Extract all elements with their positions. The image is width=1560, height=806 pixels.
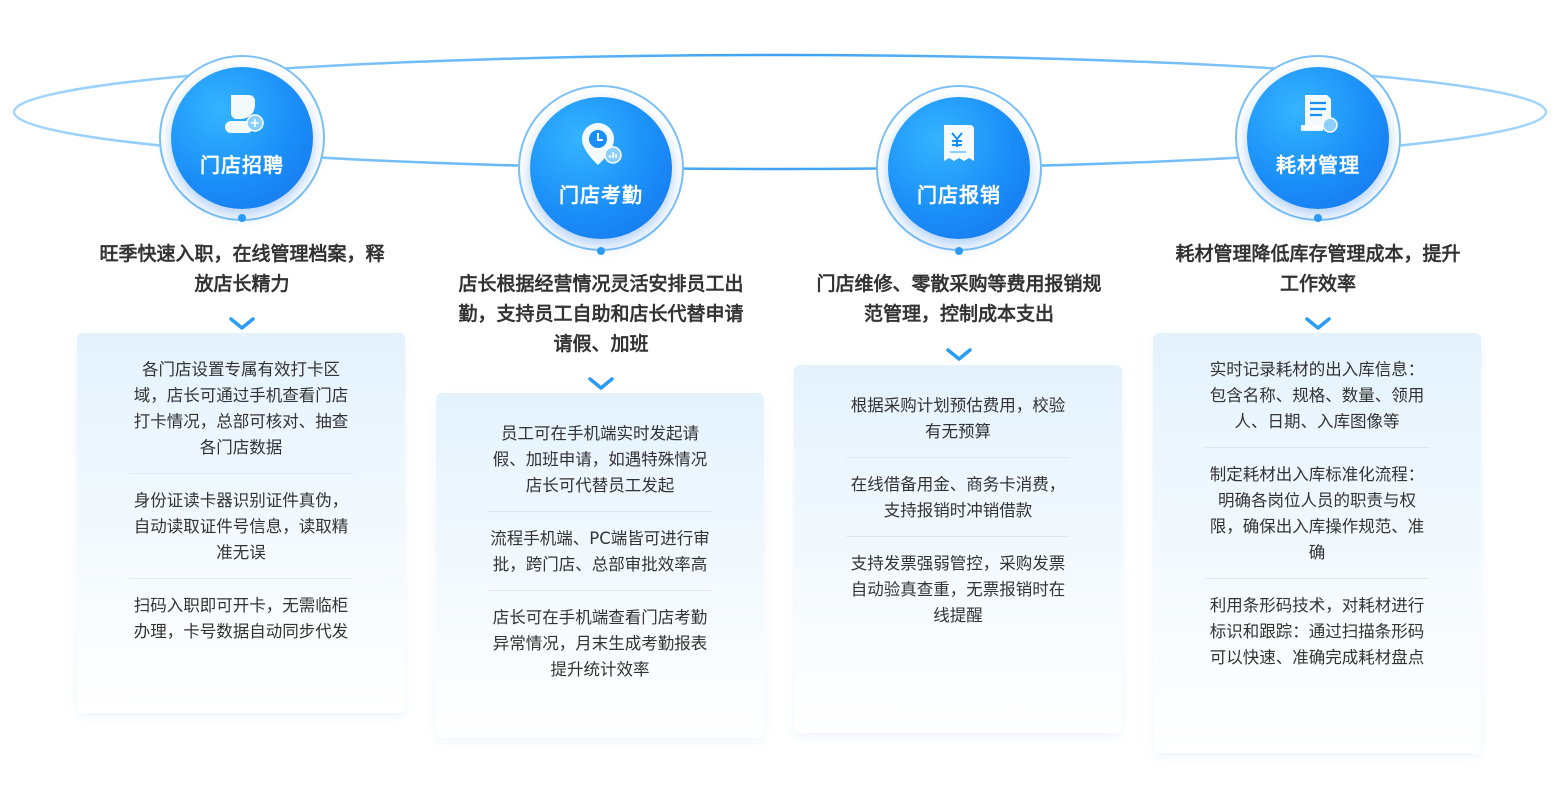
node-title: 门店考勤 [559,183,643,207]
node-title: 门店招聘 [200,153,284,177]
document-list-icon [1301,95,1338,133]
detail-card: 员工可在手机端实时发起请假、加班申请，如遇特殊情况店长可代替员工发起 流程手机端… [436,393,764,738]
node-attendance[interactable]: 门店考勤 [518,85,684,251]
node-consumables-disc: 耗材管理 [1247,67,1389,209]
module-summary: 旺季快速入职，在线管理档案，释放店长精力 [99,243,385,295]
node-reimbursement-disc: 门店报销 [888,97,1030,239]
detail-item: 流程手机端、PC端皆可进行审批，跨门店、总部审批效率高 [488,512,712,591]
chevron-down-icon [229,317,255,330]
module-reimbursement: 门店报销 门店维修、零散采购等费用报销规范管理，控制成本支出 根据采购计划预估费… [794,0,1124,806]
chevron-down-icon [588,377,614,390]
module-attendance: 门店考勤 店长根据经营情况灵活安排员工出勤，支持员工自助和店长代替申请请假、加班… [436,0,766,806]
module-summary: 耗材管理降低库存管理成本，提升工作效率 [1175,243,1461,295]
node-reimbursement[interactable]: 门店报销 [876,85,1042,251]
detail-item: 各门店设置专属有效打卡区域，店长可通过手机查看门店打卡情况，总部可核对、抽查各门… [129,333,353,474]
connector-ellipse [12,53,1548,171]
detail-item: 支持发票强弱管控，采购发票自动验真查重，无票报销时在线提醒 [850,554,1066,625]
module-recruit: 门店招聘 旺季快速入职，在线管理档案，释放店长精力 各门店设置专属有效打卡区域，… [77,0,407,806]
module-summary: 店长根据经营情况灵活安排员工出勤，支持员工自助和店长代替申请请假、加班 [458,273,744,355]
user-add-icon [225,95,264,133]
detail-item: 员工可在手机端实时发起请假、加班申请，如遇特殊情况店长可代替员工发起 [488,393,712,512]
detail-item: 身份证读卡器识别证件真伪，自动读取证件号信息，读取精准无误 [129,474,353,579]
location-clock-icon [582,123,622,165]
node-dot [238,214,246,222]
node-dot [597,247,605,255]
node-title: 门店报销 [917,183,1001,207]
detail-item: 在线借备用金、商务卡消费，支持报销时冲销借款 [846,458,1070,537]
module-summary: 门店维修、零散采购等费用报销规范管理，控制成本支出 [816,273,1102,325]
module-consumables: 耗材管理 耗材管理降低库存管理成本，提升工作效率 实时记录耗材的出入库信息：包含… [1153,0,1483,806]
detail-item: 实时记录耗材的出入库信息：包含名称、规格、数量、领用人、日期、入库图像等 [1205,333,1429,448]
receipt-icon [944,125,974,161]
node-recruit-disc: 门店招聘 [171,67,313,209]
chevron-down-icon [946,348,972,361]
detail-card: 根据采购计划预估费用，校验有无预算 在线借备用金、商务卡消费，支持报销时冲销借款… [794,365,1122,733]
detail-item: 店长可在手机端查看门店考勤异常情况，月末生成考勤报表提升统计效率 [492,608,708,679]
node-title: 耗材管理 [1276,153,1360,177]
detail-item: 扫码入职即可开卡，无需临柜办理，卡号数据自动同步代发 [133,596,349,641]
chevron-down-icon [1305,317,1331,330]
node-recruit[interactable]: 门店招聘 [159,55,325,221]
detail-card: 实时记录耗材的出入库信息：包含名称、规格、数量、领用人、日期、入库图像等 制定耗… [1153,333,1481,753]
detail-card: 各门店设置专属有效打卡区域，店长可通过手机查看门店打卡情况，总部可核对、抽查各门… [77,333,405,713]
node-dot [1314,214,1322,222]
node-dot [955,247,963,255]
detail-item: 利用条形码技术，对耗材进行标识和跟踪：通过扫描条形码可以快速、准确完成耗材盘点 [1209,596,1425,667]
detail-item: 制定耗材出入库标准化流程：明确各岗位人员的职责与权限，确保出入库操作规范、准确 [1205,448,1429,579]
node-consumables[interactable]: 耗材管理 [1235,55,1401,221]
detail-item: 根据采购计划预估费用，校验有无预算 [846,365,1070,458]
node-attendance-disc: 门店考勤 [530,97,672,239]
